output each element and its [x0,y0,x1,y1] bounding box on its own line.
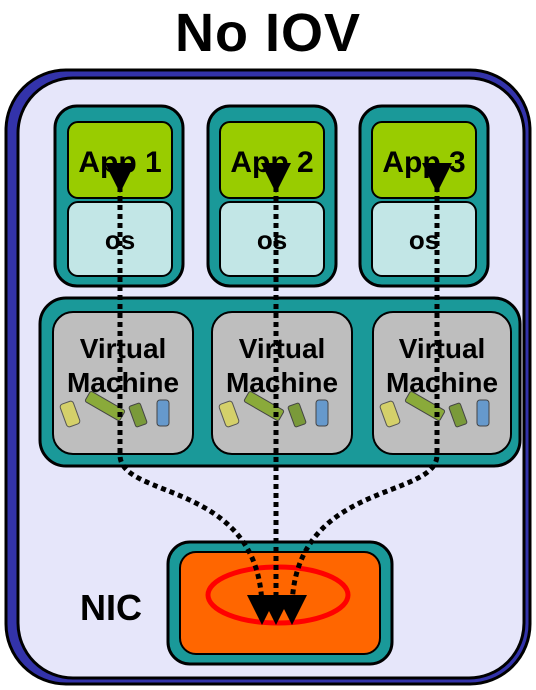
vm-label-line2: Machine [226,367,338,398]
vm-label-line1: Virtual [80,333,167,364]
diagram-title: No IOV [174,3,361,63]
virtual-machine-3: Virtual Machine [372,311,512,455]
virtual-machine-1: Virtual Machine [52,311,194,455]
app-label: App 3 [382,146,465,179]
vm-label-line2: Machine [386,367,498,398]
nic-label: NIC [80,587,142,628]
vm-label-line1: Virtual [399,333,486,364]
app-label: App 2 [230,146,313,179]
app-label: App 1 [78,146,161,179]
virtual-machine-2: Virtual Machine [211,311,353,455]
vm-label-line1: Virtual [239,333,326,364]
data-path-app3 [277,163,452,625]
nic-box [166,540,394,666]
app-stack-3: App 3 os [358,104,490,288]
app-stack-2: App 2 os [206,104,338,288]
vm-label-line2: Machine [67,367,179,398]
os-label: os [257,225,287,255]
data-paths [105,163,452,625]
